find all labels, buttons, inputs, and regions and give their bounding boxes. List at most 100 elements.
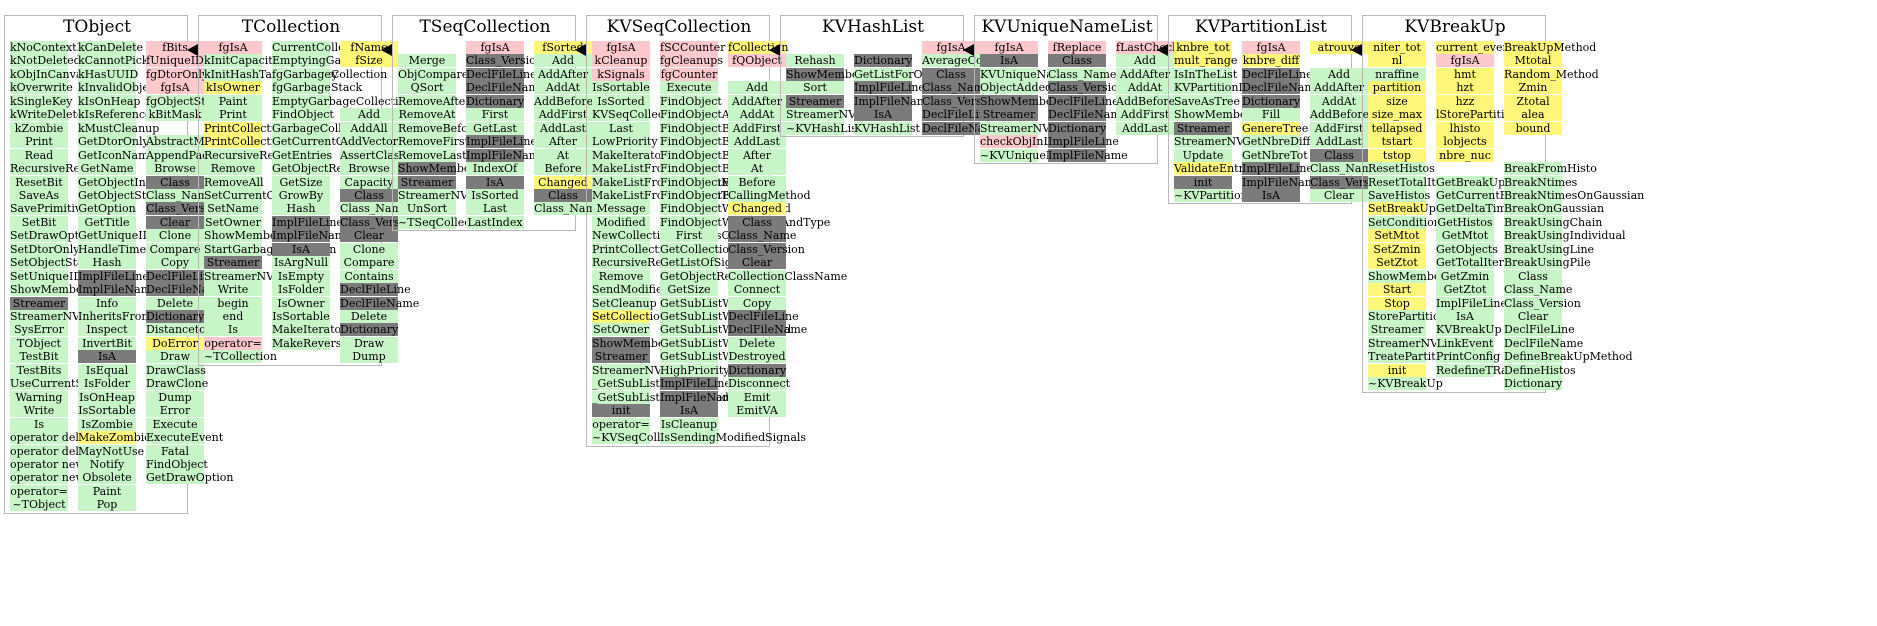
member-isa[interactable]: IsA — [980, 54, 1038, 68]
member-tseqcollection[interactable]: ~TSeqCollection — [398, 215, 493, 229]
member-getobjectref[interactable]: GetObjectRef — [660, 269, 736, 283]
member-class[interactable]: Class — [146, 175, 204, 189]
member-implfileline[interactable]: ImplFileLine — [272, 215, 343, 229]
member-declfileline[interactable]: DeclFileLine — [1242, 67, 1313, 81]
member-isa[interactable]: IsA — [466, 175, 524, 189]
member-findobject[interactable]: FindObject — [660, 94, 722, 108]
member-implfilename[interactable]: ImplFileName — [272, 229, 352, 243]
member-init[interactable]: init — [1368, 363, 1426, 377]
member-kwritedelete[interactable]: kWriteDelete — [10, 108, 84, 122]
member-funiqueid[interactable]: fUniqueID — [146, 54, 204, 68]
member-getoption[interactable]: GetOption — [78, 202, 136, 216]
member-showmembers[interactable]: ShowMembers — [786, 67, 870, 81]
member-setcollection[interactable]: SetCollection — [592, 310, 667, 323]
member-kvseqcollection[interactable]: KVSeqCollection — [592, 108, 686, 122]
member-fgisa[interactable]: fgIsA — [1242, 41, 1300, 54]
member-kvseqcollection[interactable]: ~KVSeqCollection — [592, 431, 695, 445]
member-class-version[interactable]: Class_Version — [466, 54, 543, 68]
member-setobjectstat[interactable]: SetObjectStat — [10, 256, 88, 270]
member-addafter[interactable]: AddAfter — [728, 94, 786, 108]
member-showmembers[interactable]: ShowMembers — [1174, 108, 1258, 122]
member-getobjectstat[interactable]: GetObjectStat — [78, 188, 158, 202]
member-isa[interactable]: IsA — [272, 242, 330, 256]
member-addfirst[interactable]: AddFirst — [728, 121, 786, 135]
member-info[interactable]: Info — [78, 296, 136, 310]
member-kbitmask[interactable]: kBitMask — [146, 108, 204, 122]
member-execute[interactable]: Execute — [146, 417, 204, 431]
member-breakfromhisto[interactable]: BreakFromHisto — [1504, 162, 1597, 176]
member-addat[interactable]: AddAt — [1116, 81, 1174, 95]
member-update[interactable]: Update — [1174, 148, 1232, 162]
member-getnbretot[interactable]: GetNbreTot — [1242, 148, 1308, 162]
member-getcurrentcollection[interactable]: GetCurrentCollection — [272, 135, 393, 149]
member-streamer[interactable]: Streamer — [1368, 323, 1426, 337]
member-emitva[interactable]: EmitVA — [728, 404, 786, 418]
member-notify[interactable]: Notify — [78, 457, 136, 471]
member-makeiterator[interactable]: MakeIterator — [272, 323, 347, 337]
member-sendmodifiedsignals[interactable]: SendModifiedSignals — [592, 283, 711, 297]
member-mtotal[interactable]: Mtotal — [1504, 54, 1562, 68]
member-addvector[interactable]: AddVector — [340, 135, 398, 149]
member-kobjincanvas[interactable]: kObjInCanvas — [10, 67, 89, 81]
member-breakusingindividual[interactable]: BreakUsingIndividual — [1504, 229, 1626, 243]
member-fgisa[interactable]: fgIsA — [466, 41, 524, 54]
member-implfileline[interactable]: ImplFileLine — [78, 269, 149, 283]
member-breakupmethod[interactable]: BreakUpMethod — [1504, 41, 1597, 54]
member-isequal[interactable]: IsEqual — [78, 363, 136, 377]
member-fqobject[interactable]: fQObject — [728, 54, 786, 68]
member-kcandelete[interactable]: kCanDelete — [78, 41, 144, 54]
member-connect[interactable]: Connect — [728, 283, 786, 297]
member-showmembers[interactable]: ShowMembers — [980, 94, 1064, 108]
member-emptygarbagecollection[interactable]: EmptyGarbageCollection — [272, 94, 413, 108]
member-setcurrentcollection[interactable]: SetCurrentCollection — [204, 188, 323, 202]
member-disconnect[interactable]: Disconnect — [728, 377, 791, 391]
member-class-name[interactable]: Class_Name — [1048, 67, 1117, 81]
member-lowpriority[interactable]: LowPriority — [592, 135, 658, 149]
member-setdtoronly[interactable]: SetDtorOnly — [10, 242, 80, 256]
member-testbit[interactable]: TestBit — [10, 350, 68, 364]
member-issorted[interactable]: IsSorted — [592, 94, 650, 108]
member-niter-tot[interactable]: niter_tot — [1368, 41, 1426, 54]
member-savehistos[interactable]: SaveHistos — [1368, 188, 1431, 202]
member-startgarbagecollection[interactable]: StartGarbageCollection — [204, 242, 337, 256]
member-kvhashlist[interactable]: KVHashList — [854, 121, 920, 135]
member-getzmin[interactable]: GetZmin — [1436, 269, 1494, 283]
member-inspect[interactable]: Inspect — [78, 323, 136, 337]
member-kvbreakup[interactable]: KVBreakUp — [1436, 323, 1502, 337]
member-clear[interactable]: Clear — [1310, 188, 1368, 202]
member-syserror[interactable]: SysError — [10, 323, 68, 337]
member-streamer[interactable]: Streamer — [592, 350, 650, 364]
member-ksinglekey[interactable]: kSingleKey — [10, 94, 73, 108]
member-alea[interactable]: alea — [1504, 108, 1562, 122]
member-operator[interactable]: operator= — [10, 484, 68, 498]
member-last[interactable]: Last — [592, 121, 650, 135]
member-setuniqueid[interactable]: SetUniqueID — [10, 269, 83, 283]
member-partition[interactable]: partition — [1368, 81, 1426, 95]
member-changed[interactable]: Changed — [728, 202, 786, 216]
member-breakusingpile[interactable]: BreakUsingPile — [1504, 256, 1591, 270]
member-changed[interactable]: Changed — [534, 175, 592, 189]
member-removeafter[interactable]: RemoveAfter — [398, 94, 471, 108]
member-tcollection[interactable]: ~TCollection — [204, 350, 277, 364]
member-addat[interactable]: AddAt — [1310, 94, 1368, 108]
member-getuniqueid[interactable]: GetUniqueID — [78, 229, 152, 243]
member-remove[interactable]: Remove — [204, 162, 262, 176]
member-declfilename[interactable]: DeclFileName — [1048, 108, 1128, 122]
member-issortable[interactable]: IsSortable — [272, 310, 330, 323]
member-addfirst[interactable]: AddFirst — [1116, 108, 1174, 122]
member-nbre-nuc[interactable]: nbre_nuc — [1436, 148, 1494, 162]
member-implfileline[interactable]: ImplFileLine — [1436, 296, 1507, 310]
member-is[interactable]: Is — [10, 417, 68, 431]
member-redefinetrandom[interactable]: RedefineTRandom — [1436, 363, 1539, 377]
member-implfileline[interactable]: ImplFileLine — [854, 81, 925, 95]
member-implfilename[interactable]: ImplFileName — [660, 390, 740, 404]
member-kvpartitionlist[interactable]: KVPartitionList — [1174, 81, 1260, 95]
member-addlast[interactable]: AddLast — [1116, 121, 1174, 135]
member-obsolete[interactable]: Obsolete — [78, 471, 136, 485]
member-isfolder[interactable]: IsFolder — [78, 377, 136, 391]
member-kmustcleanup[interactable]: kMustCleanup — [78, 121, 160, 135]
member-invertbit[interactable]: InvertBit — [78, 336, 136, 350]
member-class-name[interactable]: Class_Name — [728, 229, 797, 243]
member-addfirst[interactable]: AddFirst — [1310, 121, 1368, 135]
member-saveastree[interactable]: SaveAsTree — [1174, 94, 1241, 108]
